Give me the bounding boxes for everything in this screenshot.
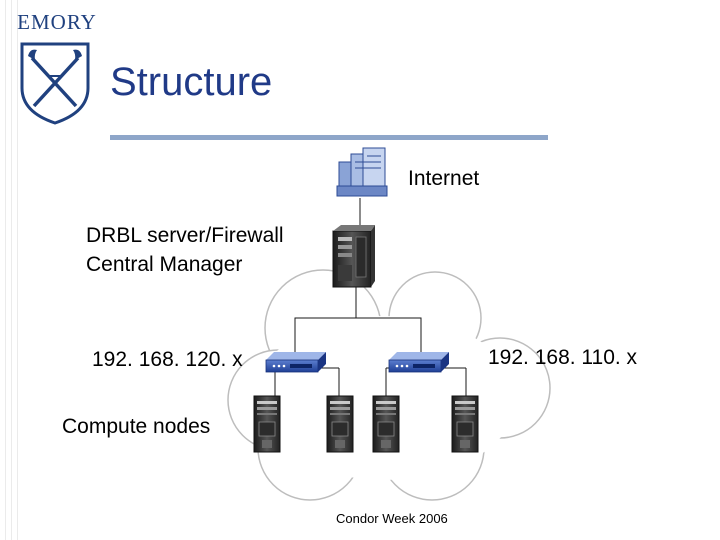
emory-shield-torches-icon <box>20 42 90 125</box>
network-cloud <box>227 269 551 501</box>
compute-node-2 <box>326 395 354 453</box>
subnet-right-label: 192. 168. 110. x <box>488 346 638 369</box>
network-switch-icon-right <box>388 351 450 373</box>
internet-servers-icon <box>336 147 388 197</box>
slide-footer: Condor Week 2006 <box>336 511 448 526</box>
internet-label: Internet <box>408 167 480 190</box>
server-tower-icon <box>332 225 375 288</box>
server-label-line2: Central Manager <box>86 253 243 276</box>
compute-node-4 <box>451 395 479 453</box>
emory-wordmark: EMORY <box>17 10 97 34</box>
slide-title: Structure <box>110 60 273 104</box>
network-links <box>273 198 467 398</box>
compute-nodes-label: Compute nodes <box>62 415 211 438</box>
title-underline <box>110 135 548 140</box>
subnet-left-label: 192. 168. 120. x <box>92 348 243 371</box>
network-switch-icon-left <box>265 351 327 373</box>
compute-node-3 <box>372 395 400 453</box>
compute-node-1 <box>253 395 281 453</box>
server-label-line1: DRBL server/Firewall <box>86 224 284 247</box>
